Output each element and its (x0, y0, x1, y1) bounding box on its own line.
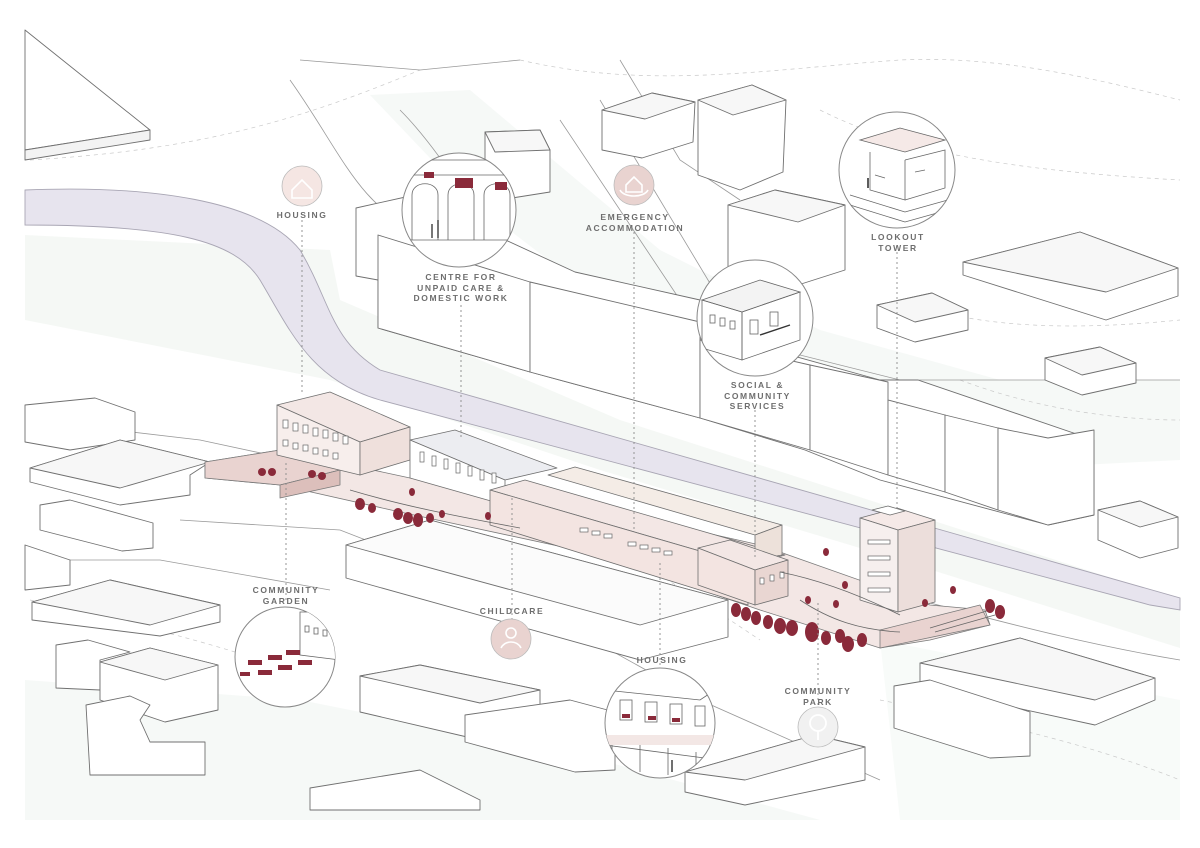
house-icon (281, 165, 323, 207)
label-community-park: COMMUNITY PARK (784, 686, 852, 707)
vignette-community-garden (234, 606, 336, 708)
leader-lines (285, 220, 898, 705)
river (24, 188, 1181, 611)
vignette-lookout-tower (838, 111, 956, 229)
vignette-unpaid-care (401, 152, 517, 268)
label-housing-bottom: HOUSING (636, 655, 688, 665)
child-icon (490, 618, 532, 660)
vignette-housing (604, 667, 716, 779)
tree-icon (797, 706, 839, 748)
label-social-community-services: SOCIAL & COMMUNITY SERVICES (724, 380, 791, 411)
label-childcare: CHILDCARE (479, 606, 545, 616)
label-emergency-accommodation: EMERGENCY ACCOMMODATION (585, 212, 685, 233)
site-paths (349, 489, 996, 633)
label-housing-top: HOUSING (276, 210, 328, 220)
label-centre-unpaid-care: CENTRE FOR UNPAID CARE & DOMESTIC WORK (413, 272, 509, 303)
label-lookout-tower: LOOKOUT TOWER (871, 232, 925, 253)
windows (282, 419, 891, 593)
hands-house-icon (613, 164, 655, 206)
label-community-garden: COMMUNITY GARDEN (252, 585, 320, 606)
vignette-social-services (696, 259, 814, 377)
trees (258, 468, 1005, 652)
